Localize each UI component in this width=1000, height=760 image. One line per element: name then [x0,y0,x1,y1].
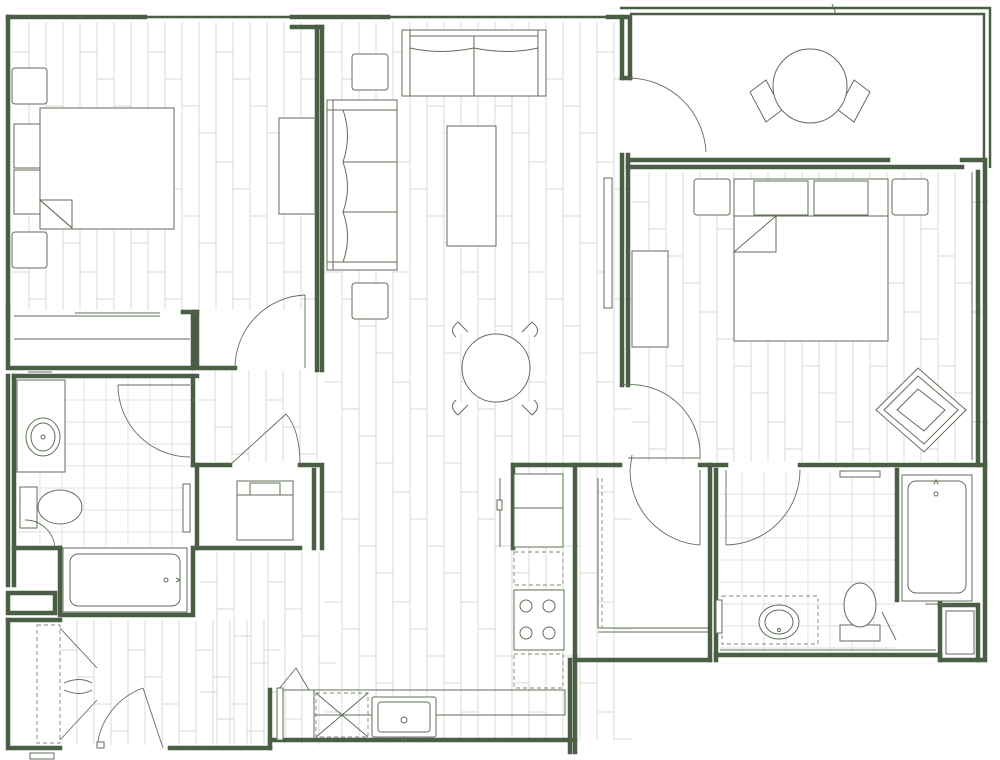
patio-table-icon [749,48,871,124]
door-swing-icon [621,384,701,459]
side-table-icon [351,282,389,320]
laundry-closet [229,413,301,541]
sofa-icon [401,29,547,97]
vanity-icon [721,595,819,645]
sink-icon [371,696,437,743]
nightstand-icon [11,231,48,269]
towel-bar-icon [182,483,191,533]
bathtub-icon [901,474,973,605]
toilet-icon [19,486,83,529]
door-swing-icon [96,687,164,749]
kitchen [276,473,566,743]
armchair-icon [875,367,967,453]
door-swing-icon [629,454,701,546]
bedroom-2 [621,172,973,460]
door-swing-icon [59,627,98,741]
side-table-icon [351,53,389,91]
dresser-icon [631,250,669,348]
bed-icon [732,178,889,342]
threshold-icon [29,752,55,760]
bedroom-1 [11,67,316,369]
stove-icon [513,589,565,651]
dresser-icon [278,117,316,215]
counter-icon [278,689,566,740]
sectional-sofa-icon [326,99,398,271]
closet-1 [14,312,190,340]
wall-shelf-icon [603,177,613,309]
sink-icon [25,417,61,457]
entry [29,624,164,760]
nightstand-icon [693,178,731,216]
balcony [629,3,871,153]
door-swing-icon [277,667,310,691]
refrigerator-icon [496,473,564,548]
linen-cabinet-icon [945,610,975,655]
door-swing-icon [629,77,707,153]
door-swing-icon [725,469,801,546]
bathroom-2 [715,469,975,655]
pantry-door-icon [276,687,284,741]
door-swing-icon [234,294,306,369]
cabinet-icon [513,653,564,689]
nightstand-icon [891,178,929,216]
bathtub-icon [62,547,188,613]
living-room [326,29,613,416]
coat-closet-icon [36,624,61,744]
bed-icon [13,107,175,230]
walk-in-closet [597,454,708,633]
nightstand-icon [11,67,48,105]
cabinet-icon [513,551,564,586]
sink-icon [758,604,800,640]
door-swing-icon [117,384,191,458]
door-swing-icon [229,413,301,466]
washer-dryer-icon [236,480,294,541]
towel-bar-icon [715,599,723,634]
coffee-table-icon [446,125,497,247]
dining-table-icon [452,321,538,416]
bathroom-1 [16,371,191,613]
door-swing-icon [24,519,56,549]
door-stop-icon [96,741,105,749]
toilet-icon [839,582,881,642]
